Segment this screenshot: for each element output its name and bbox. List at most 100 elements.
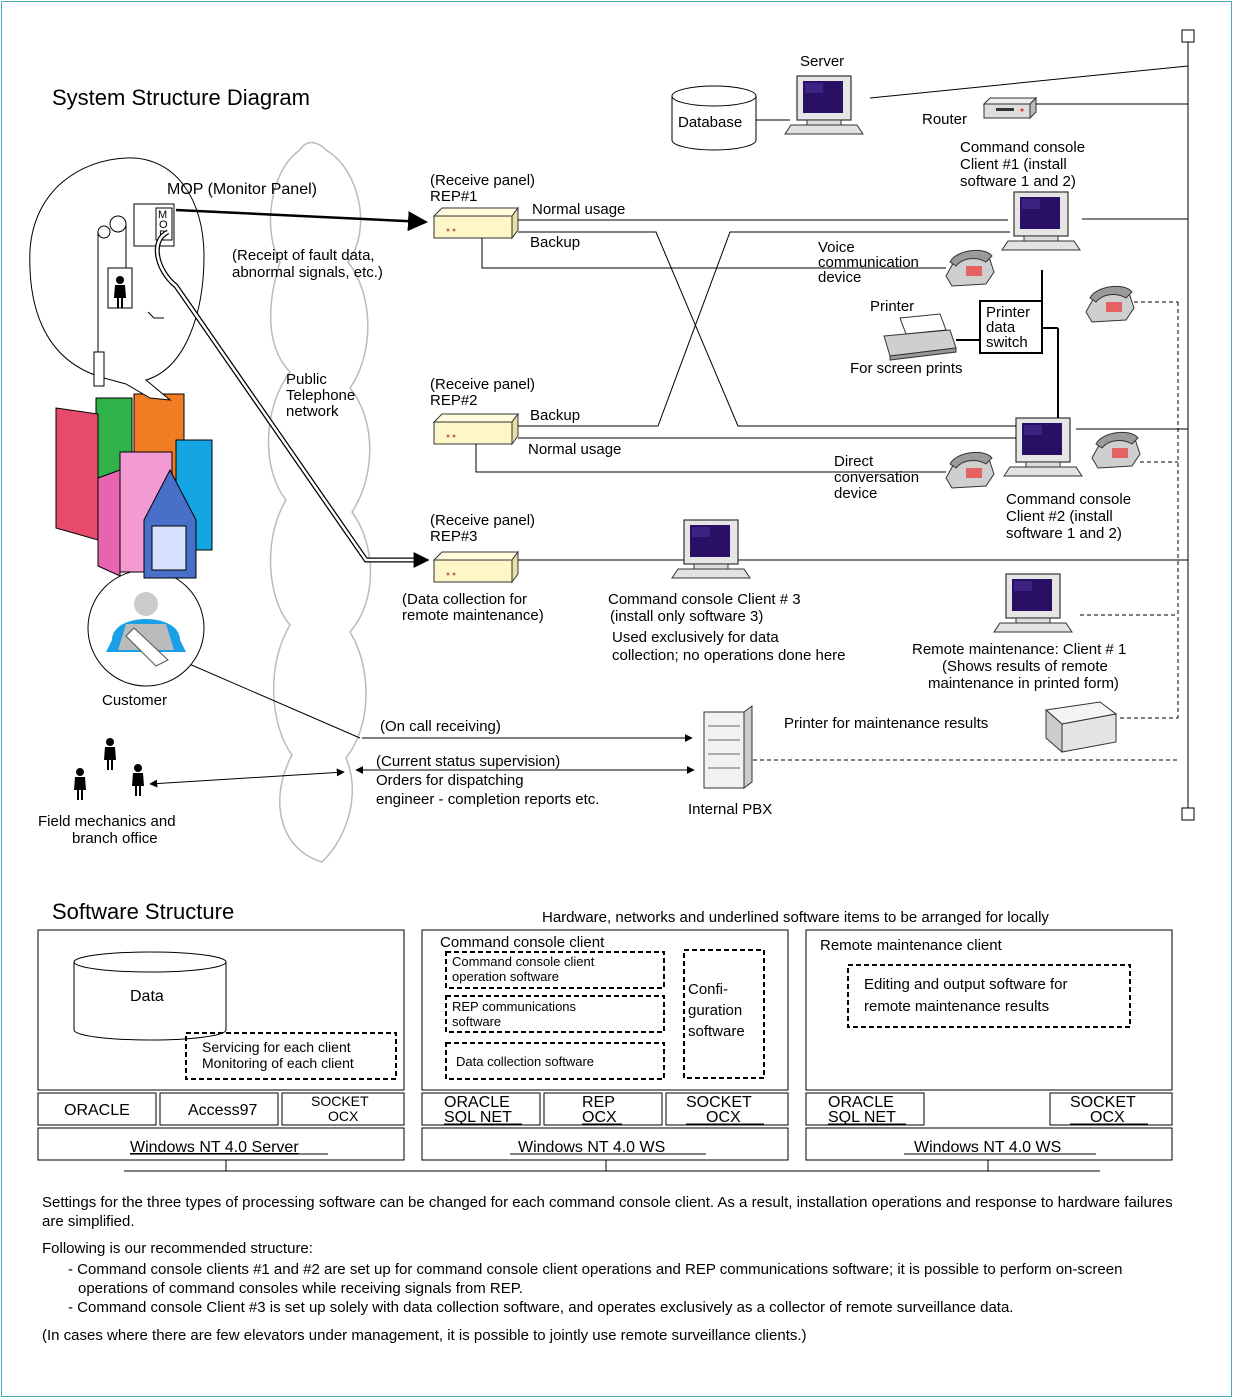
- remote-oracle-cell: [805, 1092, 925, 1126]
- op-software-box: [445, 951, 665, 989]
- console-software-box: [421, 929, 789, 1091]
- client1-computer-icon: [1001, 191, 1081, 251]
- client1-label: Command console Client #1 (install softw…: [960, 139, 1089, 190]
- remote-box-title: Remote maintenance client: [820, 937, 1003, 954]
- remote-client-computer-icon: [993, 573, 1073, 633]
- system-diagram: System Structure Diagram Server Database…: [29, 29, 1195, 1172]
- edit-software-box: [847, 964, 1131, 1028]
- rep3-panel-icon: [433, 551, 519, 583]
- socket-label: SOCKET OCX: [311, 1093, 372, 1124]
- customer-icon: [87, 569, 205, 687]
- pbx-icon: [703, 705, 753, 789]
- console-box-title: Command console client: [440, 934, 605, 951]
- remote-os-label: Windows NT 4.0 WS: [914, 1139, 1061, 1156]
- config-software-box: [683, 949, 765, 1079]
- console-os-cell: [421, 1127, 789, 1161]
- access-cell: [159, 1092, 279, 1126]
- console-oracle-label: ORACLE SQL NET: [444, 1094, 514, 1126]
- database-label: Database: [678, 114, 742, 131]
- console-rep-label: REP OCX: [582, 1094, 619, 1126]
- field-mechanics-label: Field mechanics and branch office: [38, 813, 180, 847]
- rep2-backup-label: Backup: [530, 407, 580, 424]
- diagram-title: System Structure Diagram: [52, 85, 310, 110]
- public-network-label: Public Telephone network: [286, 371, 359, 420]
- receipt-note: (Receipt of fault data, abnormal signals…: [232, 247, 383, 281]
- printer-switch-label: Printer data switch: [986, 304, 1034, 351]
- rep3-note: (Data collection for remote maintenance): [402, 591, 544, 624]
- printer-icon: [883, 313, 957, 361]
- client2-label: Command console Client #2 (install softw…: [1006, 491, 1135, 542]
- server-os-label: Windows NT 4.0 Server: [130, 1139, 299, 1156]
- direct-phone-icon: [945, 451, 995, 489]
- direct-device-label: Direct conversation device: [834, 453, 923, 502]
- pbx-label: Internal PBX: [688, 801, 772, 818]
- op-software-label: Command console client operation softwar…: [452, 954, 598, 984]
- person-icon: [132, 764, 144, 796]
- on-call-label: (On call receiving): [380, 718, 501, 735]
- elevator-circle: M O P: [29, 157, 205, 401]
- servicing-label: Servicing for each client Monitoring of …: [202, 1039, 355, 1071]
- router-label: Router: [922, 111, 967, 128]
- rep-software-box: [445, 995, 665, 1033]
- remote-socket-cell: [1049, 1092, 1173, 1126]
- servicing-box: [185, 1032, 397, 1080]
- notes-paragraph-2: Following is our recommended structure:: [42, 1240, 313, 1257]
- voice-phone-icon: [945, 249, 995, 287]
- client3-label: Command console Client # 3 (install only…: [608, 591, 805, 625]
- maintenance-printer-icon: [1044, 701, 1118, 754]
- printer-maint-label: Printer for maintenance results: [784, 715, 988, 732]
- rep-software-label: REP communications software: [452, 999, 580, 1029]
- server-os-cell: [37, 1127, 405, 1161]
- software-title: Software Structure: [52, 899, 234, 924]
- person-icon: [104, 738, 116, 770]
- voice-device-label: Voice communication device: [818, 239, 923, 286]
- dc-software-box: [445, 1042, 665, 1080]
- access-label: Access97: [188, 1102, 257, 1119]
- remote-socket-label: SOCKET OCX: [1070, 1094, 1140, 1126]
- console-oracle-cell: [421, 1092, 541, 1126]
- notes-bullet-2: - Command console Client #3 is set up so…: [68, 1299, 1014, 1316]
- remote-os-cell: [805, 1127, 1173, 1161]
- console-os-label: Windows NT 4.0 WS: [518, 1139, 665, 1156]
- database-icon: [671, 85, 757, 151]
- rep1-backup-label: Backup: [530, 234, 580, 251]
- person-icon: [74, 768, 86, 800]
- console-socket-label: SOCKET OCX: [686, 1094, 756, 1126]
- router-icon: [982, 96, 1038, 120]
- buildings-icon: [55, 393, 213, 579]
- notes-paragraph-3: (In cases where there are few elevators …: [42, 1327, 807, 1344]
- console-rep-cell: [543, 1092, 663, 1126]
- rep2-normal-label: Normal usage: [528, 441, 621, 458]
- data-label: Data: [130, 988, 164, 1005]
- notes-bullet-1: - Command console clients #1 and #2 are …: [68, 1261, 1123, 1297]
- rep3-label: (Receive panel) REP#3: [430, 512, 539, 545]
- client3-computer-icon: [671, 519, 751, 579]
- rep1-label: (Receive panel) REP#1: [430, 172, 539, 205]
- client2-computer-icon: [1003, 417, 1083, 477]
- server-computer-icon: [784, 75, 864, 135]
- rep2-label: (Receive panel) REP#2: [430, 376, 539, 409]
- telephone-icon: [1091, 431, 1141, 469]
- customer-label: Customer: [102, 692, 167, 709]
- notes-paragraph-1: Settings for the three types of processi…: [42, 1194, 1173, 1230]
- config-software-label: Confi- guration software: [688, 981, 746, 1040]
- screen-prints-label: For screen prints: [850, 360, 963, 377]
- mop-label: MOP (Monitor Panel): [167, 181, 317, 198]
- console-socket-cell: [665, 1092, 789, 1126]
- oracle-cell: [37, 1092, 157, 1126]
- software-note: Hardware, networks and underlined softwa…: [542, 909, 1049, 926]
- socket-cell: [281, 1092, 405, 1126]
- rep1-normal-label: Normal usage: [532, 201, 625, 218]
- public-network-cloud: [267, 141, 372, 863]
- remote-software-box: [805, 929, 1173, 1091]
- remote-oracle-label: ORACLE SQL NET: [828, 1094, 898, 1126]
- rep2-panel-icon: [433, 413, 519, 445]
- oracle-label: ORACLE: [64, 1102, 130, 1119]
- remote-client-label: Remote maintenance: Client # 1 (Shows re…: [912, 641, 1130, 692]
- server-label: Server: [800, 53, 844, 70]
- status-label: (Current status supervision) Orders for …: [376, 753, 599, 808]
- printer-label: Printer: [870, 298, 914, 315]
- client3-note: Used exclusively for data collection; no…: [612, 629, 846, 664]
- edit-software-label: Editing and output software for remote m…: [864, 976, 1072, 1015]
